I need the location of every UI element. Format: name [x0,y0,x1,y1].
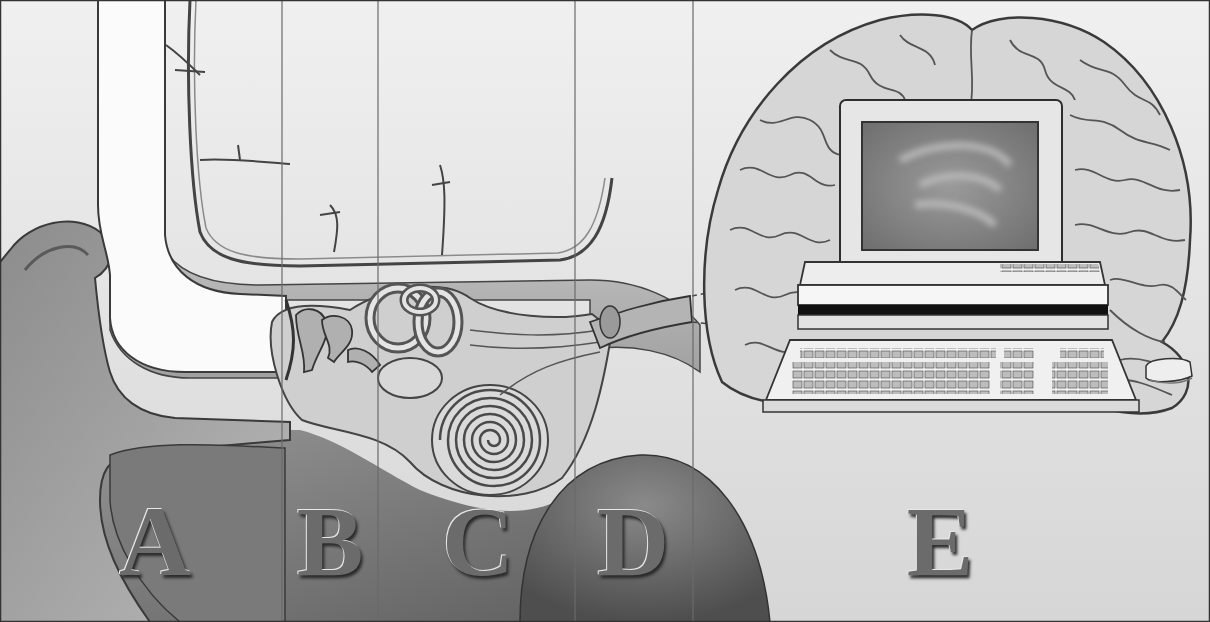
dura-line [188,0,612,266]
section-letter: B [260,492,400,592]
vestibule [378,358,442,398]
nerve-end [600,306,620,338]
auditory-nerve [590,296,692,348]
cochlea [432,385,548,495]
cochlea-spiral [440,390,540,486]
nerve-fibers [470,330,600,395]
blood-vessels [166,45,450,255]
section-letter: C [408,492,548,592]
section-letter: A [85,492,225,592]
semicircular-canals [370,288,458,352]
computer [763,100,1192,412]
brain [704,15,1191,414]
inner-ear [271,287,612,496]
pinna-fold [25,247,88,270]
ear-canal [98,0,286,372]
eardrum [286,300,294,380]
section-letter: D [563,492,703,592]
dura-line [194,0,605,259]
section-letter: E [870,492,1010,592]
